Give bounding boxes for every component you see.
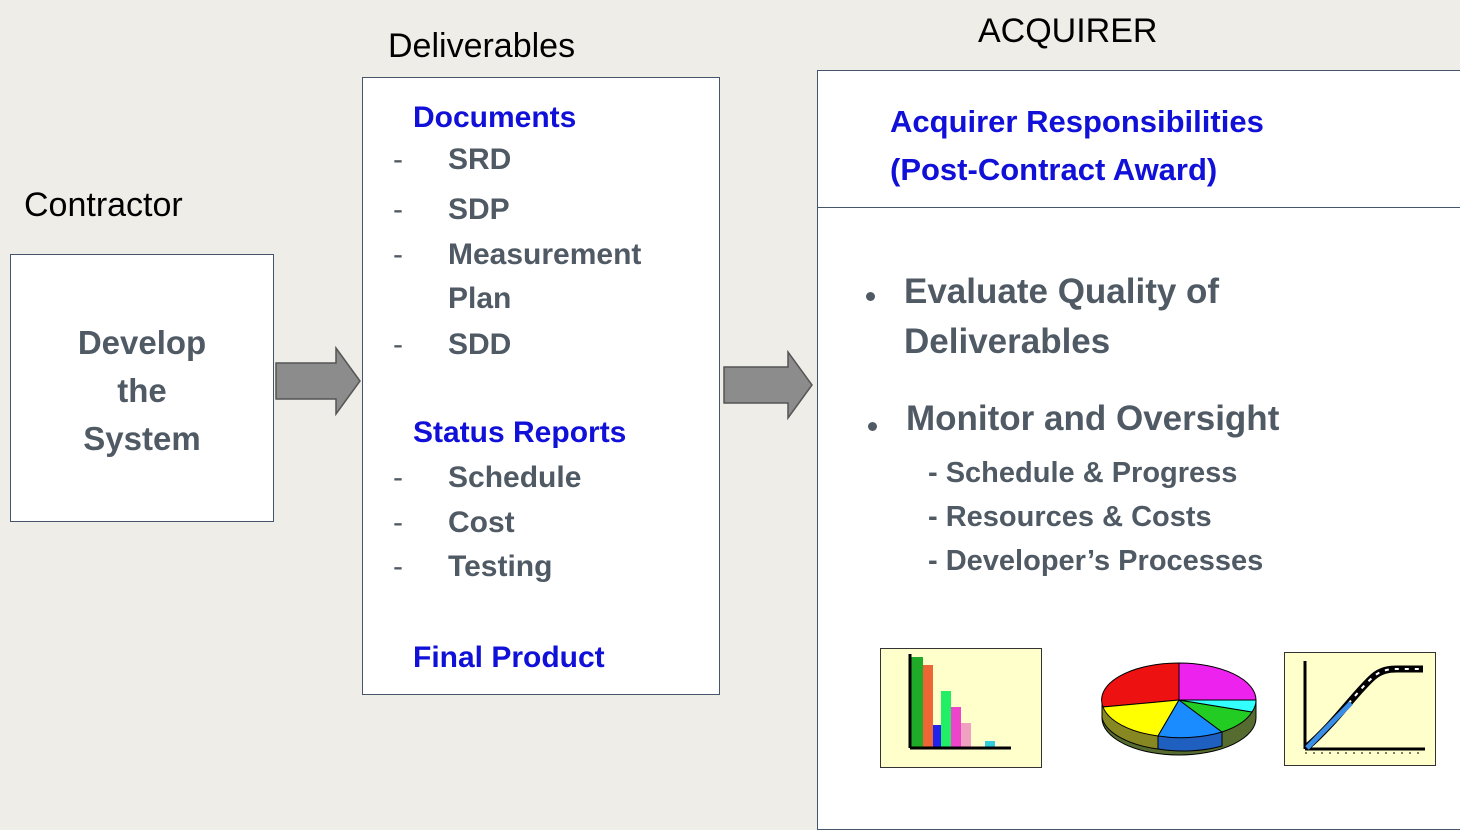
contractor-box: Develop the System — [10, 254, 274, 522]
document-measurement: Measurement — [448, 238, 642, 271]
status-reports-title: Status Reports — [413, 416, 627, 449]
status-cost: Cost — [448, 506, 515, 539]
document-plan: Plan — [448, 282, 512, 315]
acquirer-heading: ACQUIRER — [978, 12, 1158, 50]
status-schedule: Schedule — [448, 461, 582, 494]
sub-item-schedule-progress: - Schedule & Progress — [928, 457, 1238, 489]
acquirer-title: Acquirer Responsibilities (Post-Contract… — [890, 98, 1264, 194]
pie-chart-icon — [1101, 662, 1257, 756]
document-srd: SRD — [448, 143, 512, 176]
deliverables-heading: Deliverables — [388, 27, 576, 65]
final-product: Final Product — [413, 641, 605, 674]
document-sdd: SDD — [448, 328, 512, 361]
documents-title: Documents — [413, 101, 577, 134]
contractor-box-line2: the — [117, 372, 167, 409]
acquirer-title-line2: (Post-Contract Award) — [890, 152, 1218, 187]
bullet-monitor: Monitor and Oversight — [906, 399, 1280, 438]
status-testing: Testing — [448, 550, 553, 583]
dash: - — [393, 506, 403, 539]
dash: - — [393, 143, 403, 176]
right-arrow-icon — [723, 350, 813, 420]
dash: - — [393, 550, 403, 583]
deliverables-box: Documents - SRD - SDP - Measurement Plan… — [362, 77, 720, 695]
dash: - — [393, 328, 403, 361]
bullet-evaluate-line1: Evaluate Quality of — [904, 272, 1220, 311]
contractor-box-line3: System — [83, 420, 201, 457]
sub-item-resources-costs: - Resources & Costs — [928, 501, 1212, 533]
document-sdp: SDP — [448, 193, 510, 226]
bullet-dot — [868, 422, 877, 431]
dash: - — [393, 461, 403, 494]
bullet-evaluate: Evaluate Quality of Deliverables — [904, 267, 1219, 367]
bullet-dot — [866, 292, 875, 301]
line-chart-icon — [1284, 652, 1436, 766]
dash: - — [393, 193, 403, 226]
dash: - — [393, 238, 403, 271]
acquirer-title-line1: Acquirer Responsibilities — [890, 104, 1264, 139]
contractor-box-line1: Develop — [77, 324, 207, 361]
right-arrow-icon — [275, 346, 361, 416]
bullet-evaluate-line2: Deliverables — [904, 322, 1111, 361]
title-divider — [818, 207, 1460, 208]
sub-item-developer-processes: - Developer’s Processes — [928, 545, 1264, 577]
contractor-heading: Contractor — [24, 186, 183, 224]
bar-chart-icon — [880, 648, 1042, 768]
